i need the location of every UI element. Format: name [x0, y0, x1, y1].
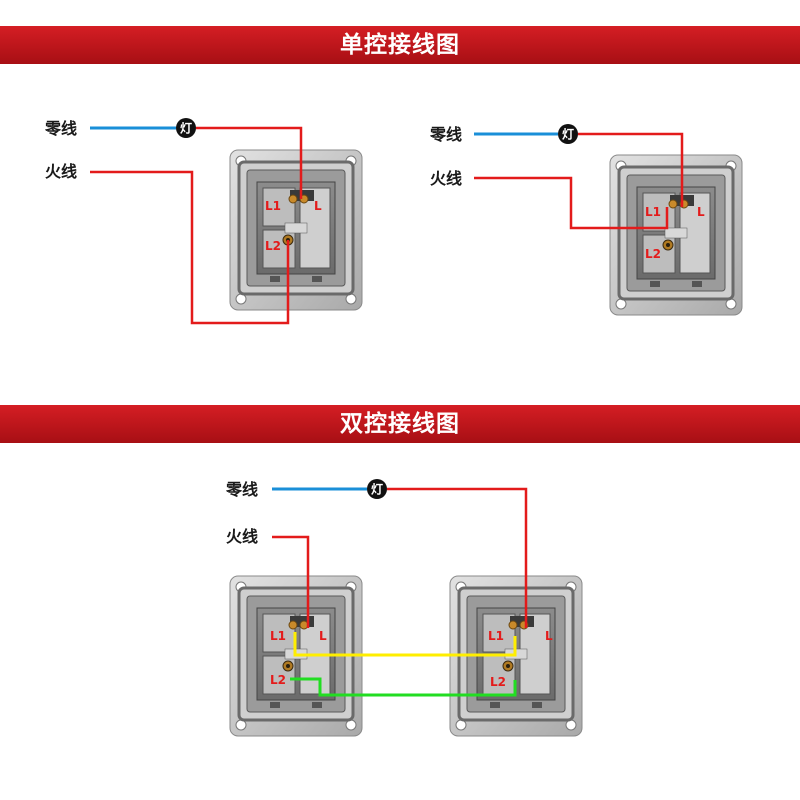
switch-box-single-right: [608, 153, 744, 317]
live-label: 火线: [45, 162, 77, 181]
terminal-label-l1: L1: [488, 629, 504, 643]
terminal-label-l1: L1: [265, 199, 281, 213]
terminal-label-l: L: [314, 199, 322, 213]
lamp-label: 灯: [180, 121, 192, 136]
lamp-to-switch-wire: [196, 126, 303, 199]
lamp-icon: [558, 124, 578, 144]
traveler-wire-yellow: [293, 632, 517, 657]
traveler-wire-green: [290, 677, 517, 697]
section-banner-double: 双控接线图: [0, 405, 800, 443]
terminal-label-l: L: [697, 205, 705, 219]
live-label: 火线: [226, 527, 258, 546]
terminal-label-l2: L2: [265, 239, 281, 253]
neutral-label: 零线: [225, 480, 258, 499]
terminal-label-l1: L1: [645, 205, 661, 219]
terminal-label-l: L: [545, 629, 553, 643]
lamp-label: 灯: [562, 127, 574, 142]
live-wire: [90, 170, 290, 325]
terminal-label-l: L: [319, 629, 327, 643]
terminal-label-l2: L2: [270, 673, 286, 687]
terminal-label-l1: L1: [270, 629, 286, 643]
live-wire: [272, 535, 310, 628]
live-label: 火线: [430, 169, 462, 188]
lamp-icon: [176, 118, 196, 138]
terminal-label-l2: L2: [490, 675, 506, 689]
lamp-to-switch-wire: [578, 132, 684, 207]
neutral-label: 零线: [44, 119, 77, 138]
section-title-single: 单控接线图: [340, 32, 460, 58]
lamp-icon: [367, 479, 387, 499]
neutral-label: 零线: [429, 125, 462, 144]
terminal-label-l2: L2: [645, 247, 661, 261]
lamp-to-switch-wire: [387, 487, 528, 628]
section-title-double: 双控接线图: [340, 411, 460, 437]
lamp-label: 灯: [371, 482, 383, 497]
live-wire: [474, 176, 669, 230]
switch-box-single-left: [228, 148, 364, 312]
section-banner-single: 单控接线图: [0, 26, 800, 64]
